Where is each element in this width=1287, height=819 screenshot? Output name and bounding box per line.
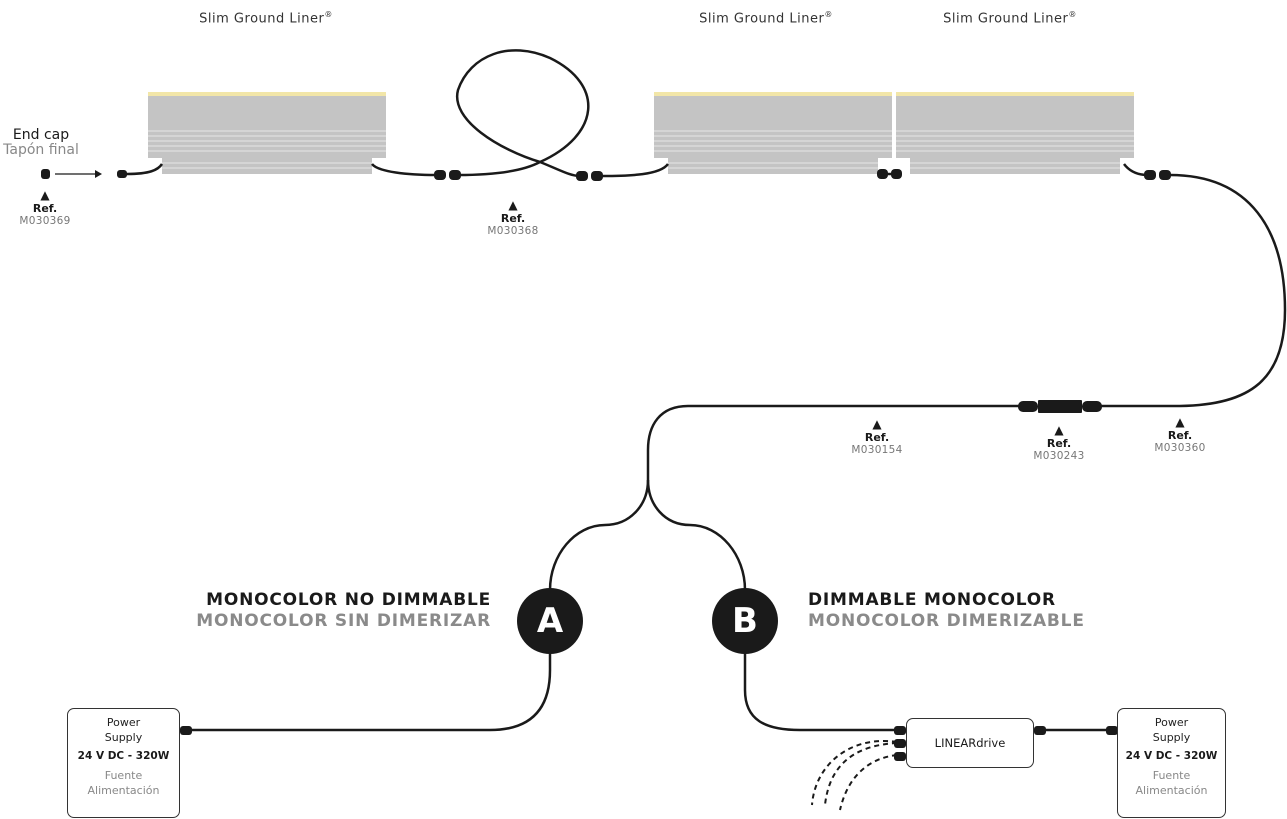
pointer-triangle-icon: ▲ — [1175, 415, 1185, 429]
linear-drive-box: LINEARdrive — [906, 718, 1034, 768]
fixture-profile-3 — [895, 91, 1135, 175]
ref-extension-cable: ▲ Ref.M030368 — [487, 198, 539, 238]
dimmer-signal-lines — [811, 740, 898, 811]
pointer-triangle-icon: ▲ — [508, 198, 518, 212]
ref-inline-connector: ▲ Ref.M030243 — [1033, 423, 1085, 463]
fixture-title-1: Slim Ground Liner® — [199, 10, 333, 27]
ref-connection-cable: ▲ Ref.M030360 — [1154, 415, 1206, 455]
end-cap-label: End cap Tapón final — [3, 127, 79, 158]
option-b-badge: B — [712, 588, 778, 654]
ref-end-cap: ▲ Ref.M030369 — [19, 188, 71, 228]
option-a-title: MONOCOLOR NO DIMMABLE MONOCOLOR SIN DIME… — [196, 590, 491, 631]
pointer-triangle-icon: ▲ — [1054, 423, 1064, 437]
pointer-triangle-icon: ▲ — [40, 188, 50, 202]
option-a-badge: A — [517, 588, 583, 654]
power-supply-b: Power Supply 24 V DC - 320W Fuente Alime… — [1117, 708, 1226, 818]
fixture-title-3: Slim Ground Liner® — [943, 10, 1077, 27]
connectors — [41, 169, 1171, 761]
ref-feed-cable: ▲ Ref.M030154 — [851, 417, 903, 457]
pointer-triangle-icon: ▲ — [872, 417, 882, 431]
option-b-title: DIMMABLE MONOCOLOR MONOCOLOR DIMERIZABLE — [808, 590, 1085, 631]
fixture-profile-1 — [147, 91, 387, 175]
fixture-profile-2 — [653, 91, 893, 175]
fixture-title-2: Slim Ground Liner® — [699, 10, 833, 27]
linear-drive-label: LINEARdrive — [934, 735, 1006, 750]
power-supply-a: Power Supply 24 V DC - 320W Fuente Alime… — [67, 708, 180, 818]
